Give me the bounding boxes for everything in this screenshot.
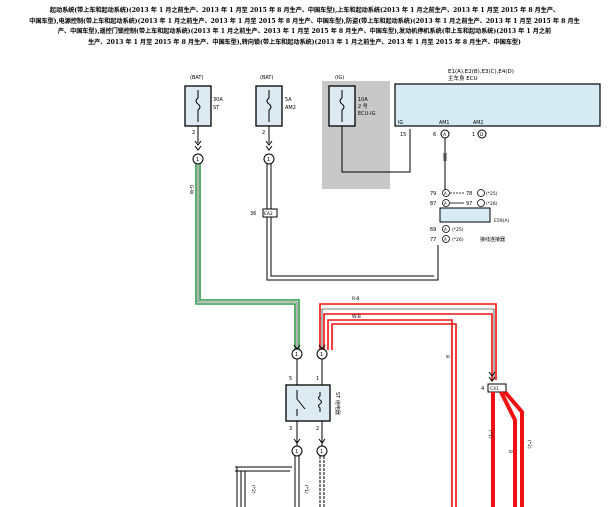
conn-st-out: 1	[192, 153, 204, 165]
svg-text:87: 87	[430, 201, 436, 207]
svg-text:1: 1	[472, 132, 475, 138]
wire-label-bottom-2: (*1)	[303, 485, 309, 494]
st-relay: ST 继电器	[285, 384, 341, 422]
fuse-ig-name2: ECU-IG	[358, 111, 376, 117]
svg-text:(*25): (*25)	[486, 191, 498, 197]
right-label-2: (*2)	[526, 440, 532, 449]
connector-c41: C41 4	[481, 383, 507, 393]
fuse-am2-pin: 2	[262, 130, 265, 136]
right-label-b: B	[507, 450, 513, 453]
svg-text:(*26): (*26)	[486, 201, 498, 207]
ecu-connector-title: E1(A),E2(B),E3(C),E4(D)	[448, 69, 514, 75]
right-label-1: (*1)	[487, 430, 493, 439]
svg-text:78: 78	[466, 191, 472, 197]
fuse-ig-rating: 10A	[358, 97, 368, 103]
svg-text:接线连接器: 接线连接器	[480, 236, 505, 243]
fuse-am2-rating: 5A	[285, 97, 292, 103]
relay-top-conn-1: 1	[291, 348, 303, 360]
fuse-st-name: ST	[213, 105, 220, 111]
svg-text:1: 1	[295, 352, 298, 358]
fuse-ig-name1: 2 号	[358, 104, 368, 110]
svg-text:A: A	[444, 201, 447, 206]
relay-pin-1: 1	[316, 376, 319, 382]
splice-id: EA2	[264, 211, 273, 217]
svg-text:A: A	[444, 227, 447, 232]
relay-pin-3: 3	[289, 426, 292, 432]
relay-top-conn-2: 1	[316, 348, 328, 360]
wire-label-bottom-1: (*2)	[250, 485, 256, 494]
junction-connector: 79 A 78 (*25) 87 A 97 (*26) E59(A) 接线连接器…	[430, 189, 509, 243]
conn-am2-out: 1	[263, 153, 275, 165]
title-line-1: 起动系统(带上车和起动系统)(2013 年 1 月之前生产、2013 年 1 月…	[49, 7, 560, 14]
main-body-ecu	[394, 83, 601, 127]
title-line-4: 生产、2013 年 1 月至 2015 年 8 月生产、中国车型),转向锁(带上…	[88, 38, 521, 46]
st-relay-label: ST 继电器	[334, 392, 341, 415]
svg-text:1: 1	[196, 157, 199, 163]
splice-ea2	[262, 208, 278, 218]
svg-text:69: 69	[430, 227, 436, 233]
fuse-am2: (BAT) 5A AM2 2	[255, 75, 296, 136]
fuse-st-source: (BAT)	[190, 75, 203, 81]
ecu-pin-am1: AM1	[439, 120, 449, 126]
relay-bottom-conn-1: 1	[291, 445, 303, 457]
svg-text:97: 97	[466, 201, 472, 207]
fuse-st: (BAT) 30A ST 2	[184, 75, 223, 136]
svg-text:A: A	[443, 132, 447, 138]
svg-text:1: 1	[295, 449, 298, 455]
fuse-ig-source: (IG)	[335, 75, 344, 81]
ecu-pin-ig: IG	[398, 120, 403, 126]
svg-text:C41: C41	[490, 386, 499, 392]
relay-pin-5: 5	[289, 376, 292, 382]
svg-text:6: 6	[433, 132, 436, 138]
svg-text:(*26): (*26)	[452, 237, 464, 243]
fuse-st-rating: 30A	[213, 97, 223, 103]
splice-num: 36	[250, 211, 256, 217]
svg-text:A: A	[444, 191, 447, 196]
svg-text:D: D	[480, 132, 484, 138]
svg-text:1: 1	[320, 352, 323, 358]
svg-text:1: 1	[267, 157, 270, 163]
fuse-am2-source: (BAT)	[260, 75, 273, 81]
wire-b-label: B	[444, 355, 450, 358]
fuse-am2-name: AM2	[285, 105, 296, 111]
svg-text:A: A	[444, 237, 447, 242]
fuse-ig-pin: 15	[400, 132, 406, 138]
svg-text:77: 77	[430, 237, 436, 243]
svg-text:79: 79	[430, 191, 436, 197]
wire-r-b-label: R-B	[352, 296, 360, 302]
ecu-name: 主车身 ECU	[448, 74, 478, 82]
title-line-3: 产、中国车型),遥控门锁控制(带上车和起动系统)(2013 年 1 月之前生产、…	[57, 28, 552, 36]
diagram-title: 起动系统(带上车和起动系统)(2013 年 1 月之前生产、2013 年 1 月…	[6, 6, 603, 48]
ecu-am2-conn: 1 D	[472, 129, 487, 139]
svg-text:(*25): (*25)	[452, 227, 464, 233]
title-line-2: 中国车型),电源控制(带上车和起动系统)(2013 年 1 月之前生产、2013…	[29, 17, 580, 25]
ecu-am1-conn: 6 A	[433, 129, 450, 139]
svg-text:1: 1	[320, 449, 323, 455]
relay-pin-2: 2	[316, 426, 319, 432]
wire-w-b-label: W-B	[352, 314, 361, 320]
wire-gw-label: G-W	[188, 185, 194, 195]
fuse-st-pin: 2	[192, 130, 195, 136]
ecu-pin-am2: AM2	[473, 120, 483, 126]
svg-text:4: 4	[481, 386, 484, 392]
svg-text:E59(A): E59(A)	[494, 218, 509, 224]
relay-bottom-conn-2: 1	[316, 445, 328, 457]
